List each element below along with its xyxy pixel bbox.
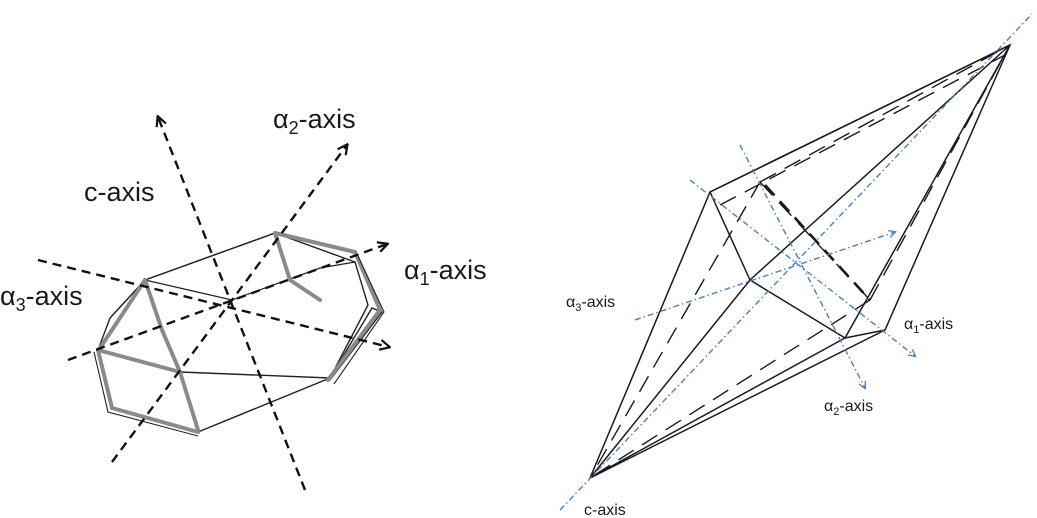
right-a2-axis-label: α2-axis	[824, 398, 873, 418]
prism-bottom-face	[97, 307, 384, 433]
bipyramid-edge	[749, 279, 846, 339]
prism-left-side-face	[93, 351, 199, 437]
bipyramid-edge	[844, 329, 886, 339]
left-a3-axis-line	[37, 258, 389, 347]
right-a1-axis-label: α1-axis	[904, 316, 953, 336]
prism-gray-edges	[96, 231, 382, 434]
right-hidden-edges	[589, 44, 1011, 479]
right-c-axis-label: c-axis	[584, 502, 626, 518]
left-axes	[37, 117, 389, 491]
right-a2-axis-line	[739, 144, 865, 388]
prism-side-face	[333, 255, 385, 385]
left-c-axis-label: c-axis	[84, 177, 155, 207]
left-a1-axis-line	[67, 244, 387, 362]
left-hexagonal-prism	[93, 231, 385, 437]
left-a2-axis-line	[111, 145, 347, 463]
right-c-axis-line	[559, 13, 1033, 511]
right-a3-axis-line	[634, 232, 895, 321]
bipyramid-edge	[709, 44, 1011, 193]
bipyramid-edge	[589, 337, 846, 479]
bipyramid-edge	[749, 44, 1011, 281]
prism-top-ridge	[144, 261, 356, 301]
right-a3-axis-label: α3-axis	[566, 294, 615, 314]
bipyramid-edge	[589, 279, 751, 479]
left-a1-axis-label: α1-axis	[404, 255, 487, 289]
bipyramid-edge	[709, 191, 751, 281]
left-c-axis-line	[158, 117, 307, 491]
right-axes	[559, 13, 1033, 511]
right-hidden-edges-bold	[764, 184, 871, 301]
left-a3-axis-label: α3-axis	[0, 281, 83, 315]
left-a2-axis-label: α2-axis	[273, 104, 356, 138]
